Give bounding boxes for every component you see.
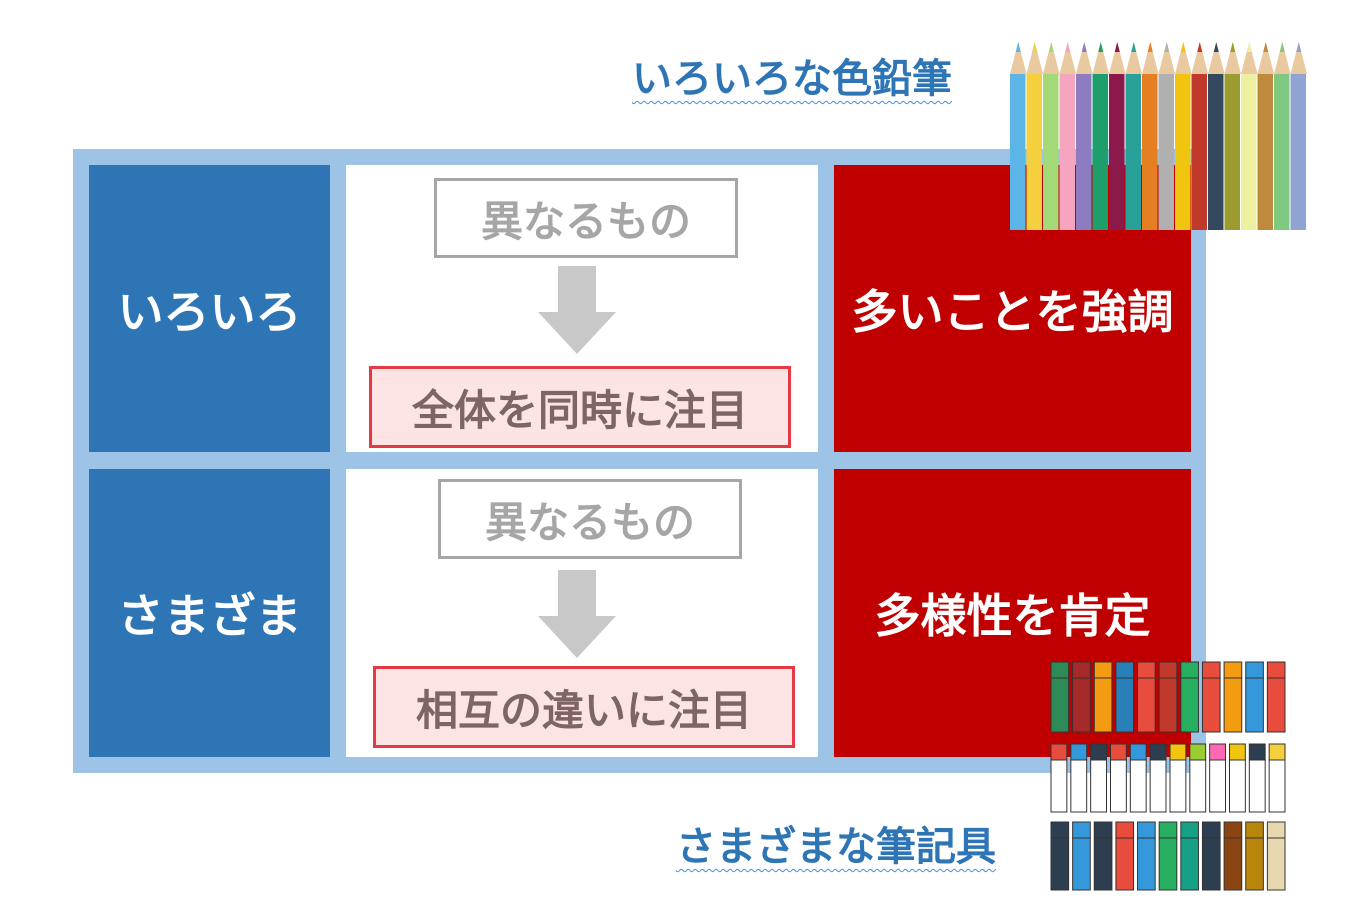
term-iroiro: いろいろ bbox=[89, 165, 330, 452]
different-things-box-2: 異なるもの bbox=[438, 479, 742, 559]
focus-differences-box: 相互の違いに注目 bbox=[373, 666, 795, 748]
caption-writing-tools: さまざまな筆記具 bbox=[676, 824, 996, 870]
different-things-box-1: 異なるもの bbox=[434, 178, 738, 258]
arrow-down-icon bbox=[538, 570, 616, 658]
focus-whole-box: 全体を同時に注目 bbox=[369, 366, 791, 448]
meaning-emphasis: 多いことを強調 bbox=[834, 165, 1191, 452]
caption-colored-pencils: いろいろな色鉛筆 bbox=[632, 56, 952, 102]
arrow-down-icon bbox=[538, 266, 616, 354]
colored-pencils-icon bbox=[1010, 42, 1307, 230]
term-samazama: さまざま bbox=[89, 469, 330, 757]
writing-tools-icon bbox=[1050, 661, 1286, 891]
